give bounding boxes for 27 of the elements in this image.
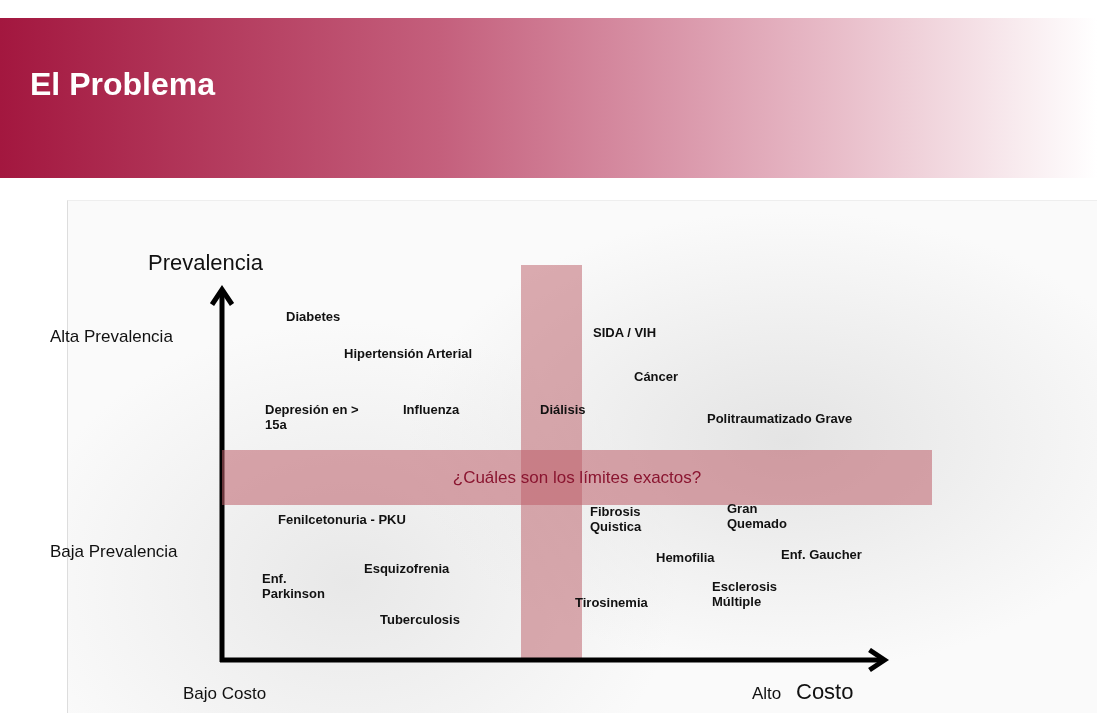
axis-label: Alto [752, 684, 783, 704]
disease-label: Hipertensión Arterial [344, 347, 474, 362]
disease-label: Enf. Parkinson [262, 572, 326, 602]
disease-label: Hemofilia [656, 551, 716, 566]
disease-label: Fenilcetonuria - PKU [278, 513, 407, 528]
disease-label: Diálisis [540, 403, 587, 418]
disease-label: Politraumatizado Grave [707, 412, 854, 427]
disease-label: Tuberculosis [380, 613, 461, 628]
axis-title: Prevalencia [148, 250, 264, 276]
disease-label: Esclerosis Múltiple [712, 580, 779, 610]
horizontal-band [222, 450, 932, 505]
axis-label: Alta Prevalencia [50, 327, 174, 347]
disease-label: Enf. Gaucher [781, 548, 863, 563]
disease-label: Influenza [403, 403, 461, 418]
disease-label: SIDA / VIH [593, 326, 658, 341]
disease-label: Diabetes [286, 310, 342, 325]
disease-label: Esquizofrenia [364, 562, 451, 577]
axis-title: Costo [796, 679, 855, 705]
axis-label: Baja Prevalencia [50, 542, 179, 562]
axis-label: Bajo Costo [183, 684, 268, 704]
slide-title: El Problema [30, 66, 215, 103]
question-text: ¿Cuáles son los límites exactos? [452, 467, 702, 488]
disease-label: Cáncer [634, 370, 680, 385]
disease-label: Gran Quemado [727, 502, 788, 532]
disease-label: Tirosinemia [575, 596, 649, 611]
disease-label: Fibrosis Quistica [590, 505, 643, 535]
disease-label: Depresión en > 15a [265, 403, 360, 433]
